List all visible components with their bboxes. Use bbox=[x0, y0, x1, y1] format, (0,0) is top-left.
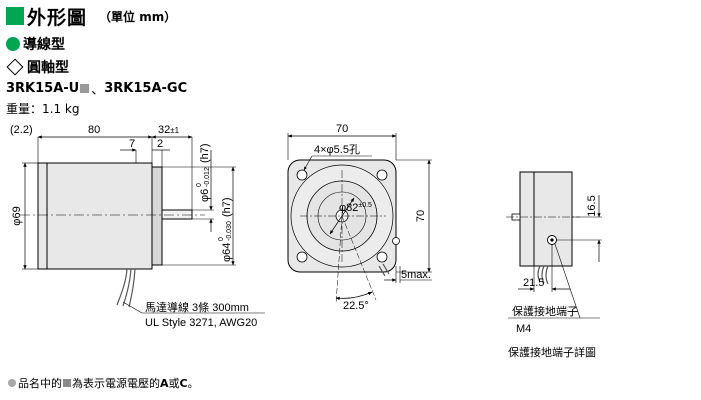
page-title: 外形圖 bbox=[27, 6, 88, 29]
terminal-detail-view: 16.5 21.5 保護接地端子 M4 保護接地端子詳圖 bbox=[506, 171, 602, 359]
dim-16-5: 16.5 bbox=[586, 195, 598, 216]
lead-wire bbox=[116, 268, 128, 306]
wire-type-label: 導線型 bbox=[23, 37, 65, 53]
dim-shaft-fit: (h7) bbox=[199, 143, 211, 163]
dim-shaft-dia: φ6 bbox=[199, 189, 211, 202]
terminal-caption: 保護接地端子詳圖 bbox=[508, 345, 596, 359]
dim-shaft-length: 32±1 bbox=[158, 124, 180, 136]
gray-bullet-icon bbox=[8, 379, 16, 387]
shaft-type-label: 圓軸型 bbox=[27, 60, 69, 76]
voltage-placeholder-icon bbox=[80, 84, 90, 93]
dim-body-length: 80 bbox=[88, 124, 100, 136]
footnote-a: A bbox=[160, 376, 169, 390]
front-view: φ82±0.5 70 4×φ5.5孔 70 5max. 22.5° bbox=[287, 123, 432, 312]
terminal-body bbox=[533, 171, 573, 267]
footnote-or: 或 bbox=[168, 377, 180, 390]
dim-body-dia: φ69 bbox=[11, 206, 23, 225]
model-separator: 、 bbox=[91, 83, 105, 98]
dim-pilot-dia: φ64 bbox=[221, 243, 233, 262]
dim-pilot-fit: (h7) bbox=[221, 197, 233, 217]
dim-front-width: 70 bbox=[336, 123, 348, 135]
dim-7: 7 bbox=[129, 138, 135, 150]
motor-shaft bbox=[161, 209, 193, 220]
dim-angle: 22.5° bbox=[343, 300, 369, 312]
model-numbers: 3RK15A-U 、 3RK15A-GC bbox=[6, 79, 187, 98]
shaft-type-heading: 圓軸型 bbox=[6, 57, 69, 77]
weight-label: 重量：1.1 kg bbox=[6, 102, 80, 116]
label-m4: M4 bbox=[516, 323, 531, 335]
dim-pilot-tol-lower: -0.030 bbox=[226, 221, 233, 241]
model-part-2: 3RK15A-GC bbox=[104, 81, 188, 96]
dim-top-left: (2.2) bbox=[10, 124, 33, 136]
dim-pilot-tol-upper: 0 bbox=[218, 237, 225, 241]
wire-type-heading: 導線型 bbox=[6, 34, 65, 54]
green-circle-icon bbox=[6, 37, 20, 51]
dim-front-height: 70 bbox=[415, 210, 427, 222]
footnote-part-2: 為表示電源電壓的 bbox=[72, 377, 160, 390]
footnote: 品名中的 為表示電源電壓的 A 或 C 。 bbox=[8, 375, 199, 391]
green-square-icon bbox=[6, 7, 24, 25]
section-header: 外形圖 （單位 mm） bbox=[6, 3, 176, 29]
dim-shaft-tol-lower: -0.012 bbox=[204, 167, 211, 187]
motor-flange bbox=[151, 166, 163, 266]
lead-label-2: UL Style 3271, AWG20 bbox=[145, 317, 257, 329]
voltage-placeholder-icon bbox=[63, 379, 71, 387]
lead-label-1: 馬達導線 3條 300mm bbox=[145, 300, 249, 314]
label-terminal: 保護接地端子 bbox=[512, 304, 578, 318]
dim-5max: 5max. bbox=[401, 269, 431, 281]
model-part-1: 3RK15A-U bbox=[6, 81, 80, 96]
dim-holes: 4×φ5.5孔 bbox=[314, 143, 360, 156]
dim-pilot-dia-group: φ64 0 -0.030 (h7) bbox=[218, 197, 233, 262]
dim-21-5: 21.5 bbox=[523, 277, 544, 289]
dim-pcd: φ82±0.5 bbox=[339, 202, 372, 214]
footnote-end: 。 bbox=[187, 377, 199, 390]
side-view: (2.2) 80 32±1 7 2 φ69 φ6 0 -0.012 (h7) φ… bbox=[10, 124, 265, 329]
dim-shaft-dia-group: φ6 0 -0.012 (h7) bbox=[196, 143, 211, 202]
footnote-c: C bbox=[179, 376, 188, 390]
footnote-part-1: 品名中的 bbox=[18, 377, 62, 390]
mount-hole bbox=[296, 169, 308, 181]
unit-label: （單位 mm） bbox=[99, 9, 177, 24]
motor-body bbox=[37, 162, 153, 270]
dim-shaft-tol-upper: 0 bbox=[196, 183, 203, 187]
dim-2: 2 bbox=[157, 138, 163, 150]
